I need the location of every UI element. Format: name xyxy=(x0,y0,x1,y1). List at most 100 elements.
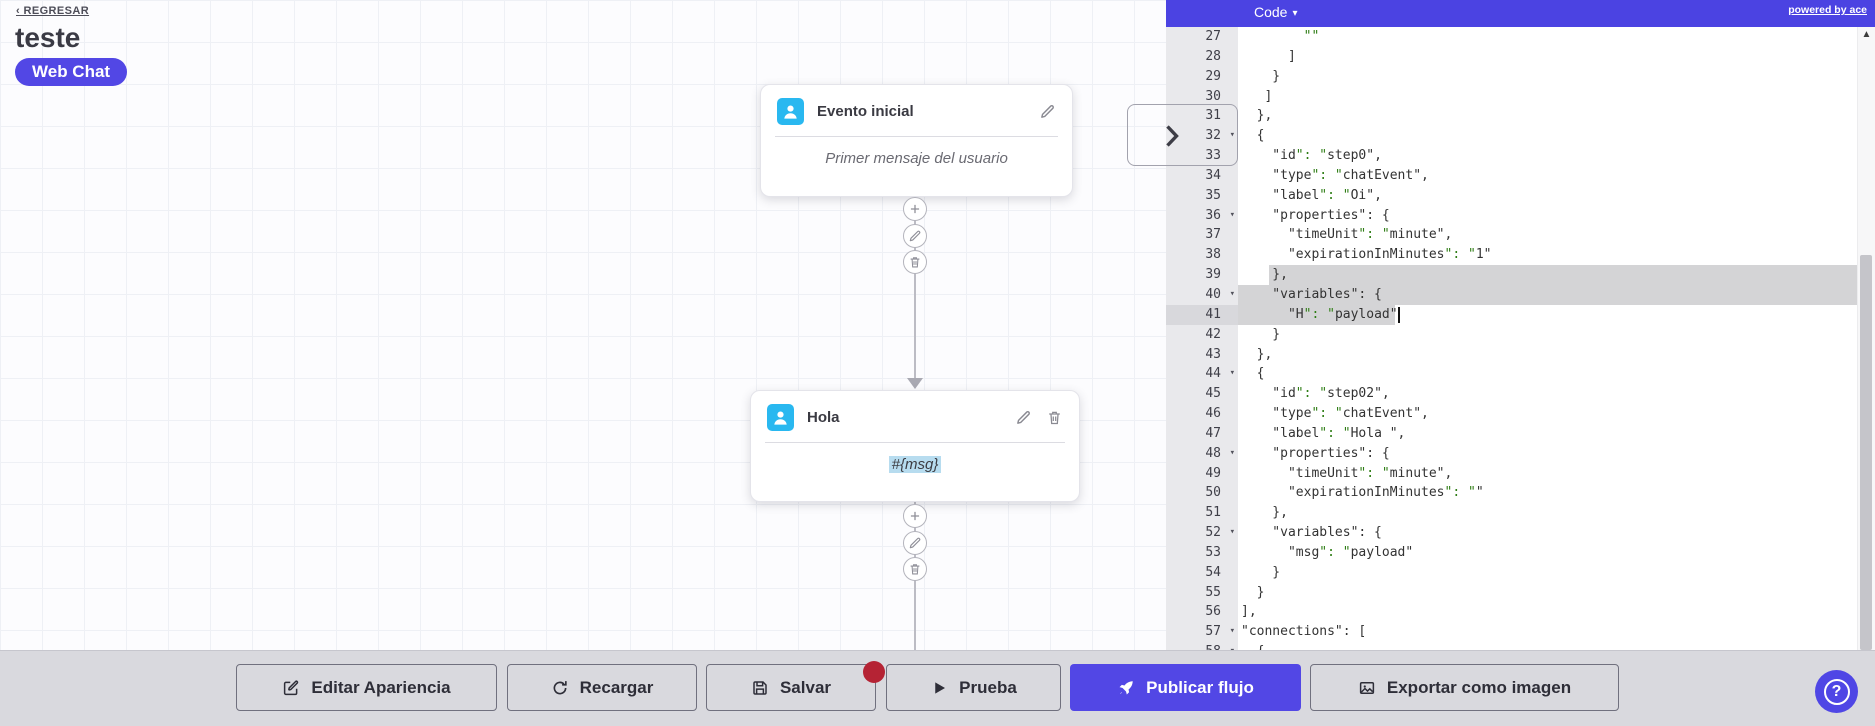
code-line[interactable]: 55 } xyxy=(1166,583,1857,603)
code-line[interactable]: 52▾ "variables": { xyxy=(1166,523,1857,543)
line-number[interactable]: 51 xyxy=(1205,505,1221,521)
delete-node-icon[interactable] xyxy=(1046,409,1063,426)
code-line[interactable]: 37 "timeUnit": "minute", xyxy=(1166,225,1857,245)
line-number[interactable]: 38 xyxy=(1205,247,1221,263)
edit-appearance-button[interactable]: Editar Apariencia xyxy=(236,664,497,711)
code-line[interactable]: 47 "label": "Hola ", xyxy=(1166,424,1857,444)
line-number[interactable]: 32▾ xyxy=(1166,126,1238,146)
line-number[interactable]: 52▾ xyxy=(1166,523,1238,543)
line-number[interactable]: 39 xyxy=(1205,267,1221,283)
publish-flow-button[interactable]: Publicar flujo xyxy=(1070,664,1301,711)
fold-toggle-icon[interactable]: ▾ xyxy=(1229,527,1235,538)
code-line[interactable]: 29 } xyxy=(1166,67,1857,87)
code-line[interactable]: 58▾ { xyxy=(1166,642,1857,650)
line-number[interactable]: 58▾ xyxy=(1166,642,1238,650)
line-number[interactable]: 56 xyxy=(1205,604,1221,620)
code-line[interactable]: 36▾ "properties": { xyxy=(1166,206,1857,226)
line-number[interactable]: 50 xyxy=(1205,485,1221,501)
line-number[interactable]: 40▾ xyxy=(1166,285,1238,305)
code-line[interactable]: 41 "H": "payload" xyxy=(1166,304,1857,325)
add-step-button[interactable] xyxy=(903,504,927,528)
line-number[interactable]: 27 xyxy=(1205,29,1221,44)
export-image-button[interactable]: Exportar como imagen xyxy=(1310,664,1619,711)
line-number[interactable]: 46 xyxy=(1205,406,1221,422)
scroll-up-icon[interactable]: ▲ xyxy=(1861,29,1872,40)
code-lines[interactable]: 27 ""28 ]29 }30 ]31 },32▾ {33 "id": "ste… xyxy=(1166,27,1857,650)
code-line[interactable]: 43 }, xyxy=(1166,345,1857,365)
line-number[interactable]: 31 xyxy=(1205,108,1221,124)
fold-toggle-icon[interactable]: ▾ xyxy=(1229,368,1235,379)
code-line[interactable]: 31 }, xyxy=(1166,106,1857,126)
line-number[interactable]: 48▾ xyxy=(1166,444,1238,464)
code-line[interactable]: 46 "type": "chatEvent", xyxy=(1166,404,1857,424)
fold-toggle-icon[interactable]: ▾ xyxy=(1230,642,1235,650)
line-number[interactable]: 33 xyxy=(1205,148,1221,164)
scrollbar-thumb[interactable] xyxy=(1860,255,1872,650)
test-button[interactable]: Prueba xyxy=(886,664,1061,711)
collapse-code-panel-button[interactable] xyxy=(1127,104,1238,166)
edit-node-icon[interactable] xyxy=(1015,409,1032,426)
code-line[interactable]: 42 } xyxy=(1166,325,1857,345)
code-line[interactable]: 30 ] xyxy=(1166,87,1857,107)
node-divider xyxy=(775,136,1058,137)
line-number[interactable]: 34 xyxy=(1205,167,1221,183)
code-line[interactable]: 49 "timeUnit": "minute", xyxy=(1166,464,1857,484)
line-number[interactable]: 41 xyxy=(1166,304,1238,325)
line-number[interactable]: 55 xyxy=(1205,584,1221,600)
code-line[interactable]: 44▾ { xyxy=(1166,364,1857,384)
line-number[interactable]: 53 xyxy=(1205,544,1221,560)
powered-by-ace-link[interactable]: powered by ace xyxy=(1788,4,1867,16)
back-link[interactable]: ‹ REGRESAR xyxy=(16,5,90,17)
code-line[interactable]: 50 "expirationInMinutes": "" xyxy=(1166,483,1857,503)
code-line[interactable]: 40▾ "variables": { xyxy=(1166,284,1857,305)
help-button[interactable]: ? xyxy=(1815,670,1858,713)
line-number[interactable]: 30 xyxy=(1205,88,1221,104)
code-line[interactable]: 39 }, xyxy=(1166,265,1857,285)
edit-connection-button[interactable] xyxy=(903,530,927,555)
code-line[interactable]: 38 "expirationInMinutes": "1" xyxy=(1166,245,1857,265)
flow-canvas[interactable]: ‹ REGRESAR teste Web Chat Evento inicial… xyxy=(0,0,1166,650)
line-number[interactable]: 42 xyxy=(1205,326,1221,342)
line-number[interactable]: 35 xyxy=(1205,187,1221,203)
fold-toggle-icon[interactable]: ▾ xyxy=(1229,288,1235,299)
code-line[interactable]: 48▾ "properties": { xyxy=(1166,444,1857,464)
line-number[interactable]: 49 xyxy=(1205,465,1221,481)
fold-toggle-icon[interactable]: ▾ xyxy=(1229,447,1235,458)
fold-toggle-icon[interactable]: ▾ xyxy=(1229,626,1235,637)
fold-toggle-icon[interactable]: ▾ xyxy=(1229,130,1235,141)
line-number[interactable]: 44▾ xyxy=(1166,364,1238,384)
fold-toggle-icon[interactable]: ▾ xyxy=(1229,209,1235,220)
code-line[interactable]: 54 } xyxy=(1166,563,1857,583)
line-number[interactable]: 36▾ xyxy=(1166,206,1238,226)
edit-node-icon[interactable] xyxy=(1039,103,1056,120)
code-line[interactable]: 51 }, xyxy=(1166,503,1857,523)
line-number[interactable]: 45 xyxy=(1205,386,1221,402)
line-number[interactable]: 43 xyxy=(1205,346,1221,362)
node-evento-inicial[interactable]: Evento inicial Primer mensaje del usuari… xyxy=(760,84,1073,197)
editor-scrollbar[interactable]: ▲ xyxy=(1857,27,1875,650)
line-number[interactable]: 37 xyxy=(1205,227,1221,243)
node-hola[interactable]: Hola #{msg} xyxy=(750,390,1080,502)
line-number[interactable]: 47 xyxy=(1205,425,1221,441)
save-button[interactable]: Salvar xyxy=(706,664,876,711)
code-line[interactable]: 53 "msg": "payload" xyxy=(1166,543,1857,563)
code-line[interactable]: 28 ] xyxy=(1166,47,1857,67)
code-line[interactable]: 57▾"connections": [ xyxy=(1166,622,1857,642)
line-number[interactable]: 57▾ xyxy=(1166,622,1238,642)
code-line[interactable]: 35 "label": "Oi", xyxy=(1166,186,1857,206)
code-line[interactable]: 27 "" xyxy=(1166,27,1857,47)
delete-connection-button[interactable] xyxy=(903,557,927,581)
code-line[interactable]: 32▾ { xyxy=(1166,126,1857,146)
reload-button[interactable]: Recargar xyxy=(507,664,697,711)
line-number[interactable]: 54 xyxy=(1205,564,1221,580)
code-line[interactable]: 45 "id": "step02", xyxy=(1166,384,1857,404)
delete-connection-button[interactable] xyxy=(903,250,927,274)
code-line[interactable]: 34 "type": "chatEvent", xyxy=(1166,166,1857,186)
line-number[interactable]: 28 xyxy=(1205,48,1221,64)
edit-connection-button[interactable] xyxy=(903,223,927,248)
line-number[interactable]: 29 xyxy=(1205,68,1221,84)
code-line[interactable]: 56], xyxy=(1166,602,1857,622)
add-step-button[interactable] xyxy=(903,197,927,221)
editor-mode-dropdown[interactable]: Code ▾ xyxy=(1254,4,1298,20)
code-line[interactable]: 33 "id": "step0", xyxy=(1166,146,1857,166)
